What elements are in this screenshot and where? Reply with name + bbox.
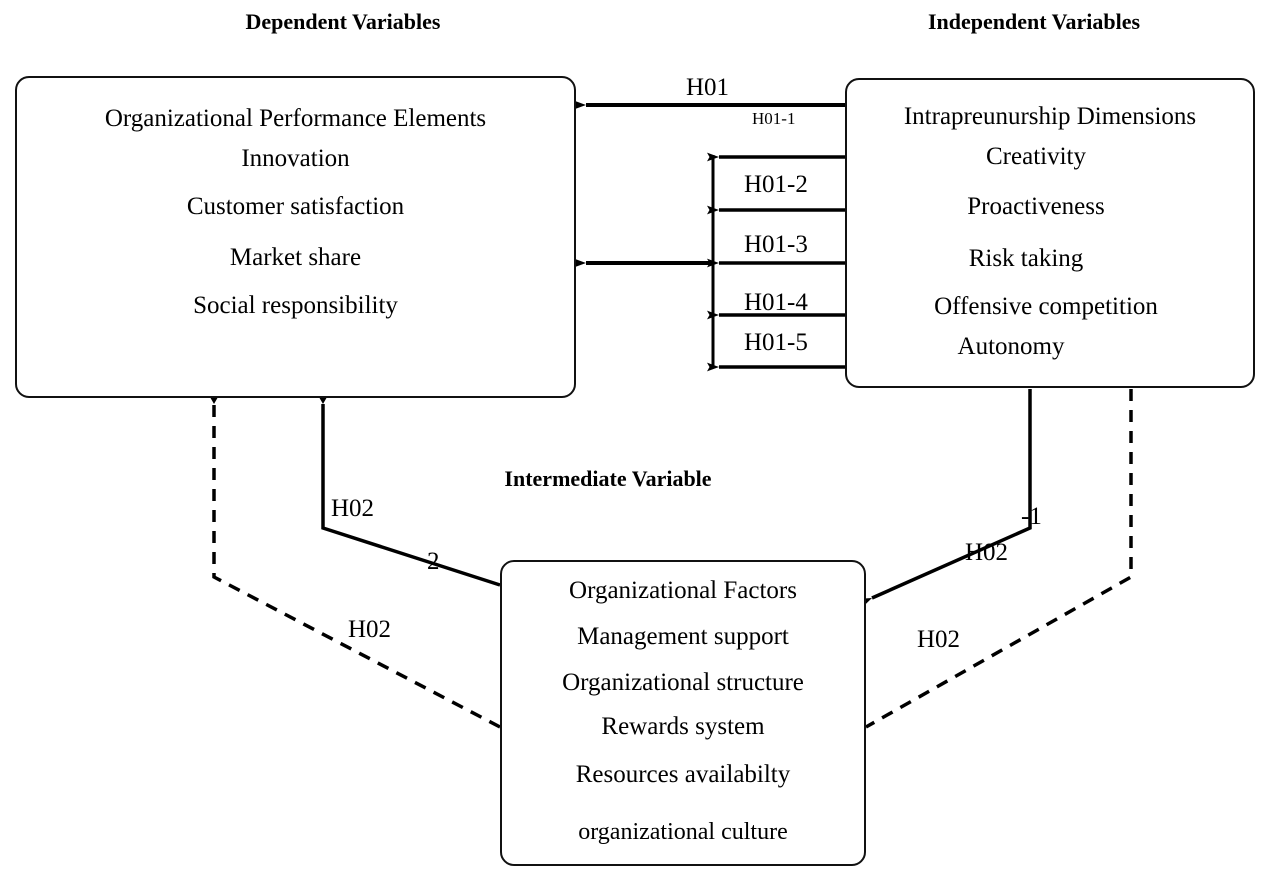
independent-item-risk-taking: Risk taking	[968, 245, 1084, 272]
edge-label-h01: H01	[686, 74, 730, 101]
header-independent-variables: Independent Variables	[927, 9, 1141, 34]
independent-item-proactiveness: Proactiveness	[967, 193, 1105, 220]
intermediate-item-4: Resources availabilty	[575, 761, 791, 788]
independent-item-autonomy: Autonomy	[957, 333, 1065, 360]
dependent-item-2: Customer satisfaction	[186, 193, 405, 220]
edge-label-h01-1: H01-1	[752, 109, 796, 128]
node-intermediate-variable[interactable]: Organizational Factors Management suppor…	[500, 560, 866, 866]
edge-label-h02-c: H02	[965, 539, 1009, 566]
independent-item-0: Intrapreunurship Dimensions	[903, 103, 1197, 130]
edge-label-h02-d: H02	[917, 626, 961, 653]
dependent-variable-list: Organizational Performance Elements Inno…	[17, 78, 574, 396]
edge-label-h01-3: H01-3	[744, 231, 808, 258]
dependent-item-4: Social responsibility	[193, 292, 398, 319]
independent-item-offensive-competition: Offensive competition	[934, 293, 1158, 320]
header-intermediate-variable: Intermediate Variable	[504, 466, 712, 491]
node-independent-variables[interactable]: Intrapreunurship Dimensions Creativity P…	[845, 78, 1255, 388]
edge-label-h01-5: H01-5	[744, 329, 808, 356]
dependent-item-0: Organizational Performance Elements	[104, 105, 487, 132]
intermediate-item-0: Organizational Factors	[569, 577, 797, 604]
edge-label-h02-a-suffix: 2	[427, 548, 440, 575]
intermediate-item-3: Rewards system	[601, 713, 765, 740]
header-dependent-variables: Dependent Variables	[245, 9, 441, 34]
independent-variable-list: Intrapreunurship Dimensions Creativity P…	[847, 80, 1253, 386]
node-dependent-variables[interactable]: Organizational Performance Elements Inno…	[15, 76, 576, 398]
independent-item-creativity: Creativity	[986, 143, 1086, 170]
edge-label-h02-a: H02	[331, 495, 375, 522]
dependent-item-1: Innovation	[241, 145, 350, 172]
edge-label-h01-2: H01-2	[744, 171, 808, 198]
edge-h02-1	[856, 389, 1032, 610]
intermediate-variable-list: Organizational Factors Management suppor…	[502, 562, 864, 864]
edge-label-h02-c-suffix: -1	[1021, 503, 1042, 530]
edge-label-h02-b: H02	[348, 616, 392, 643]
edge-h02-left-dashed	[206, 391, 501, 729]
edge-label-h01-4: H01-4	[744, 289, 808, 316]
intermediate-item-2: Organizational structure	[562, 669, 804, 696]
intermediate-item-5: organizational culture	[578, 819, 788, 845]
intermediate-item-1: Management support	[577, 623, 789, 650]
dependent-item-3: Market share	[229, 244, 362, 271]
